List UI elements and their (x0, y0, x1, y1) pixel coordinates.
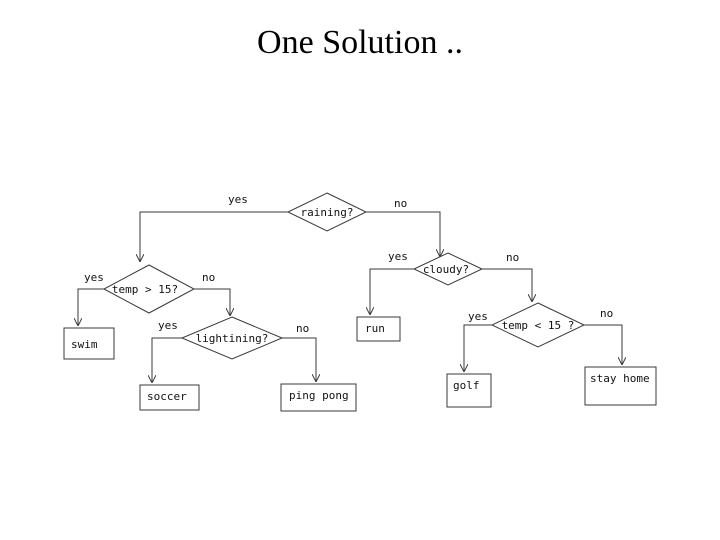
outcome-soccer-box (139, 384, 200, 411)
decision-cloudy: cloudy? (412, 252, 484, 286)
edges (78, 211, 622, 383)
edge-labels: yes no yes no yes no yes no yes no (84, 193, 613, 335)
decision-temp15-label: temp > 15? (112, 283, 178, 296)
decision-raining-shape (286, 192, 368, 232)
edge-label-tempLt15-no: no (600, 307, 613, 320)
decision-cloudy-shape (412, 252, 484, 286)
edge-label-temp15-yes: yes (84, 271, 104, 284)
outcome-golf: golf (446, 373, 492, 408)
outcome-ping-pong-label: ping pong (289, 389, 349, 402)
edge-raining-yes (140, 211, 288, 262)
outcome-stay-home: stay home (584, 366, 657, 406)
decision-temp-lt-15-label: temp < 15 ? (502, 319, 575, 332)
outcome-ping-pong: ping pong (280, 383, 357, 412)
edge-label-lightning-yes: yes (158, 319, 178, 332)
edge-tempLt15-yes (464, 324, 492, 372)
decision-raining: raining? (286, 192, 368, 232)
decision-raining-label: raining? (301, 206, 354, 219)
edge-label-cloudy-no: no (506, 251, 519, 264)
edge-temp15-no (194, 288, 230, 316)
decision-temp-lt-15: temp < 15 ? (490, 302, 586, 348)
outcome-soccer-label: soccer (147, 390, 187, 403)
decision-cloudy-label: cloudy? (423, 263, 469, 276)
edge-label-tempLt15-yes: yes (468, 310, 488, 323)
outcome-golf-box (446, 373, 492, 408)
outcome-run: run (356, 316, 401, 342)
outcome-run-label: run (365, 322, 385, 335)
outcome-swim: swim (63, 327, 115, 360)
edge-label-lightning-no: no (296, 322, 309, 335)
slide-title: One Solution .. (257, 24, 463, 61)
decision-temp-lt-15-shape (490, 302, 586, 348)
outcome-swim-label: swim (71, 338, 98, 351)
outcome-swim-box (63, 327, 115, 360)
edge-label-cloudy-yes: yes (388, 250, 408, 263)
decision-lightning-label: lightining? (196, 332, 269, 345)
edge-cloudy-no (482, 268, 532, 302)
decision-temp15: temp > 15? (102, 264, 196, 314)
edge-label-raining-yes: yes (228, 193, 248, 206)
edge-lightning-yes (152, 337, 182, 383)
edge-raining-no (366, 211, 440, 257)
edge-lightning-no (282, 337, 316, 382)
edge-label-temp15-no: no (202, 271, 215, 284)
decision-temp15-shape (102, 264, 196, 314)
outcome-golf-label: golf (453, 379, 480, 392)
edge-temp15-yes (78, 288, 104, 326)
outcome-stay-home-box (584, 366, 657, 406)
edge-cloudy-yes (370, 268, 414, 315)
edge-tempLt15-no (584, 324, 622, 365)
edge-label-raining-no: no (394, 197, 407, 210)
outcome-stay-home-label: stay home (590, 372, 650, 385)
decision-lightning-shape (180, 316, 284, 360)
outcome-ping-pong-box (280, 383, 357, 412)
outcome-run-box (356, 316, 401, 342)
decision-lightning: lightining? (180, 316, 284, 360)
outcome-soccer: soccer (139, 384, 200, 411)
